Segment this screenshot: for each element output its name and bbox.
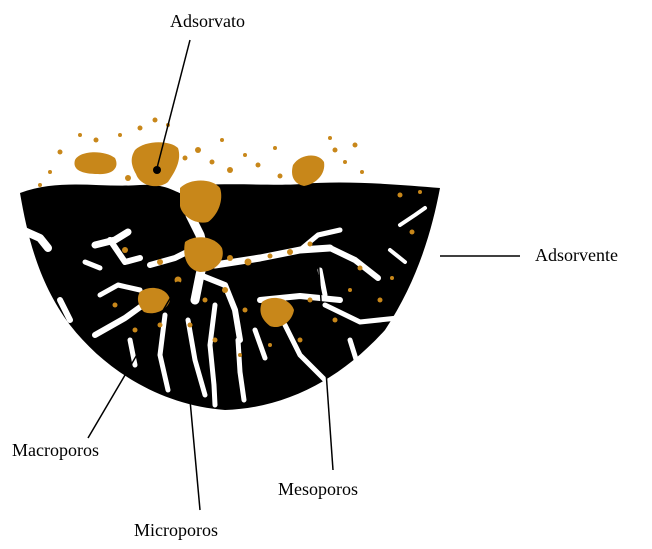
label-macroporos: Macroporos (12, 441, 99, 459)
label-mesoporos: Mesoporos (278, 480, 358, 498)
label-adsorvato: Adsorvato (170, 12, 245, 30)
label-microporos: Microporos (134, 521, 218, 539)
label-adsorvente: Adsorvente (535, 246, 618, 264)
adsorbate-blob (132, 142, 179, 186)
adsorbate-blob (292, 156, 324, 186)
leader-microporos (190, 400, 200, 510)
adsorbate-blob (74, 152, 116, 174)
